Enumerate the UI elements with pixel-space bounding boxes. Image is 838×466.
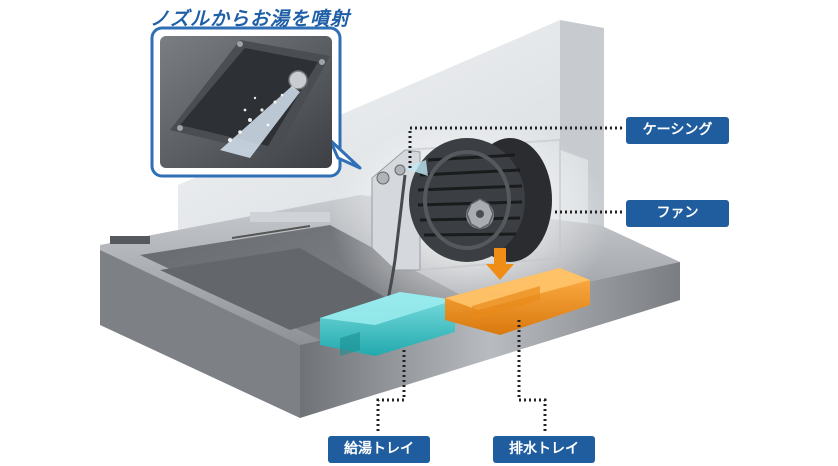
drip-arrow xyxy=(486,248,514,280)
leader-lines xyxy=(376,126,622,434)
headline: ノズルからお湯を噴射 xyxy=(150,8,351,30)
label-drain-tray: 排水トレイ xyxy=(493,436,595,463)
label-fan: ファン xyxy=(626,200,729,227)
nozzle-closeup-photo xyxy=(150,26,362,178)
label-casing: ケーシング xyxy=(626,117,729,144)
drain-tray xyxy=(445,268,590,335)
sirocco-fan xyxy=(409,138,552,262)
hot-water-tray xyxy=(320,292,455,356)
control-panel-strip xyxy=(250,212,330,222)
label-hot-water-tray: 給湯トレイ xyxy=(328,436,430,463)
